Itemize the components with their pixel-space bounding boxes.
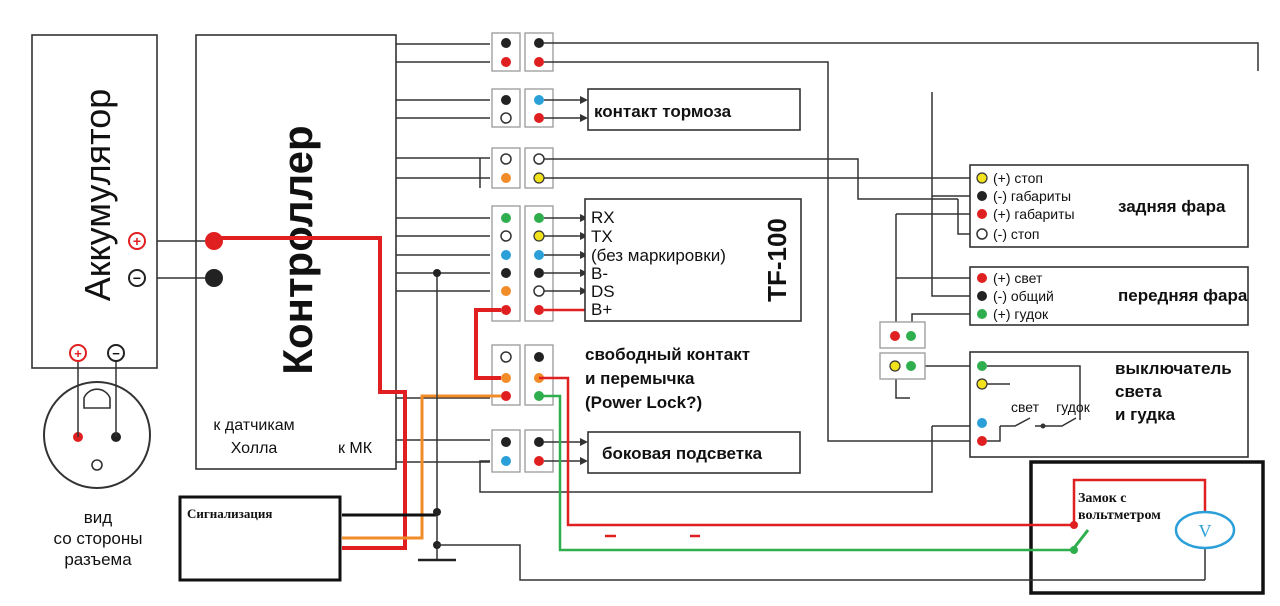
- connector-view-label-3: разъема: [64, 550, 132, 569]
- tf100-pin-ds: DS: [591, 282, 615, 301]
- free-contact-label-1: свободный контакт: [585, 345, 750, 364]
- hall-sensor-label-2: Холла: [231, 440, 278, 457]
- front-light-label: передняя фара: [1118, 286, 1248, 305]
- controller-minus-terminal: [205, 269, 223, 287]
- lock-label-2: вольтметром: [1078, 508, 1161, 523]
- connector-drawing: + −: [43, 344, 151, 489]
- connector-view-label-1: вид: [84, 508, 113, 527]
- battery-plus-terminal: +: [128, 232, 146, 250]
- switch-box: [969, 351, 1249, 458]
- lock-box: [1029, 460, 1265, 595]
- switch-label-3: и гудка: [1115, 405, 1176, 424]
- mk-label: к МК: [338, 440, 373, 457]
- tf100-pin-bplus: B+: [591, 300, 612, 319]
- rear-light-box: [969, 164, 1249, 248]
- tf100-pin-bminus: B-: [591, 264, 608, 283]
- free-contact-label-3: (Power Lock?): [585, 393, 702, 412]
- tf100-label: TF-100: [762, 218, 792, 302]
- connector-block-tf100: [491, 205, 554, 322]
- rear-pin-dims-plus: (+) габариты: [993, 206, 1075, 222]
- svg-text:−: −: [112, 346, 120, 361]
- svg-text:+: +: [133, 233, 141, 249]
- side-light-label: боковая подсветка: [602, 444, 763, 463]
- voltmeter-label: V: [1199, 521, 1212, 541]
- connector-pair-sidelight: [491, 429, 554, 473]
- connector-pair-3: [491, 147, 554, 189]
- connector-pair-brake: [491, 88, 554, 128]
- controller-output-wires: [396, 43, 490, 463]
- front-pin-common-minus: (-) общий: [993, 288, 1054, 304]
- switch-light-label: свет: [1011, 399, 1040, 415]
- lock-label-1: Замок с: [1078, 491, 1127, 506]
- connector-pair-switch: [879, 352, 926, 380]
- rear-pin-stop-minus: (-) стоп: [993, 226, 1040, 242]
- switch-label-2: света: [1115, 382, 1162, 401]
- tf100-pin-rx: RX: [591, 208, 615, 227]
- free-contact-label-2: и перемычка: [585, 369, 695, 388]
- side-light-box: [587, 431, 801, 474]
- rear-light-label: задняя фара: [1118, 197, 1226, 216]
- switch-horn-label: гудок: [1056, 399, 1091, 415]
- switch-label-1: выключатель: [1115, 359, 1232, 378]
- lock-switch-icon: [1072, 529, 1090, 549]
- connector-view-label-2: со стороны: [54, 529, 143, 548]
- rear-pin-stop-plus: (+) стоп: [993, 170, 1043, 186]
- tf100-box: [584, 198, 802, 322]
- controller-box: [195, 34, 397, 470]
- connector-pair-front: [879, 321, 926, 349]
- svg-text:+: +: [74, 346, 82, 361]
- battery-label: Аккумулятор: [77, 89, 118, 302]
- battery-box: [31, 34, 158, 369]
- right-side-wires: [479, 42, 1259, 493]
- controller-label: Контроллер: [274, 125, 321, 374]
- front-light-box: [969, 266, 1249, 326]
- connector-pair-1: [491, 32, 554, 72]
- front-pin-light-plus: (+) свет: [993, 270, 1043, 286]
- switch-contacts: [987, 365, 1081, 442]
- voltmeter-icon: [1174, 510, 1236, 550]
- tf100-pin-tx: TX: [591, 227, 613, 246]
- rear-pin-dims-minus: (-) габариты: [993, 188, 1071, 204]
- alarm-box: [178, 495, 342, 582]
- hall-sensor-label-1: к датчикам: [213, 417, 294, 434]
- brake-contact-box: [587, 88, 801, 131]
- brake-contact-label: контакт тормоза: [594, 102, 732, 121]
- alarm-label: Сигнализация: [187, 506, 272, 521]
- svg-text:−: −: [133, 270, 141, 286]
- tf100-wires: [544, 214, 588, 312]
- battery-minus-terminal: −: [128, 269, 146, 287]
- front-pin-horn-plus: (+) гудок: [993, 306, 1049, 322]
- controller-plus-terminal: [205, 232, 223, 250]
- tf100-pin-unmarked: (без маркировки): [591, 246, 726, 265]
